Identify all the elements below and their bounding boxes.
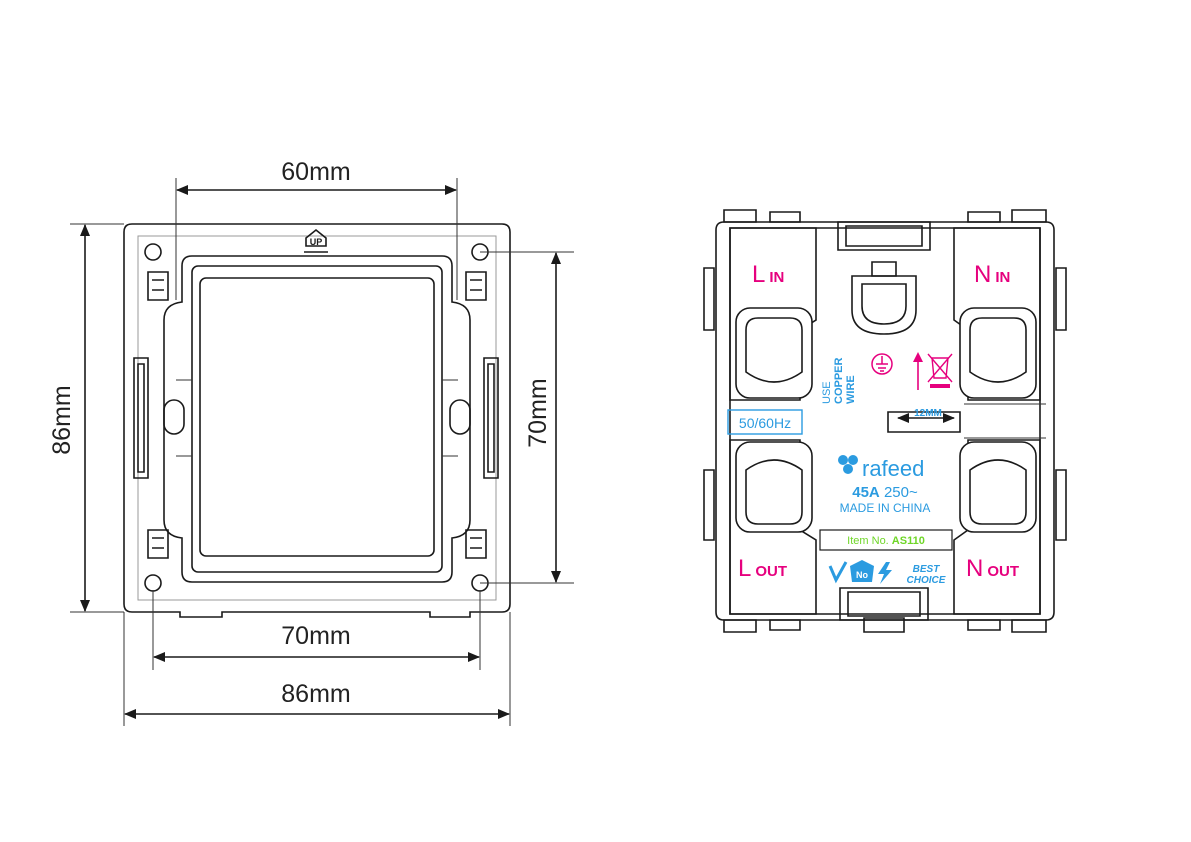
dimension-bottom-inner: 70mm	[281, 622, 350, 650]
svg-text:USE: USE	[821, 381, 833, 404]
screw-hole-icon	[144, 574, 162, 592]
earth-ground-icon	[871, 353, 893, 375]
lightning-bolt-icon	[878, 562, 892, 584]
mounting-clip-icon	[147, 271, 487, 559]
rafeed-logo-icon	[838, 455, 858, 474]
best-label: BEST	[913, 564, 941, 575]
choice-label: CHOICE	[907, 575, 946, 586]
no-badge-icon: No	[850, 560, 874, 582]
up-arrow-icon: UP	[304, 228, 328, 253]
terminal-screw-icon	[735, 307, 1037, 533]
frequency-label: 50/60Hz	[739, 415, 791, 431]
svg-text:COPPER: COPPER	[833, 357, 845, 404]
brand-name: rafeed	[862, 456, 924, 481]
copper-wire-note: USE COPPER WIRE	[821, 357, 857, 404]
item-number-label: Item No. AS110	[847, 535, 925, 547]
made-in-label: MADE IN CHINA	[840, 501, 931, 515]
weee-crossed-bin-icon	[927, 353, 953, 388]
dimension-right-height: 70mm	[524, 378, 552, 447]
dimension-left-height: 86mm	[48, 385, 76, 454]
dimension-bottom-outer: 86mm	[281, 680, 350, 708]
svg-text:No: No	[856, 570, 868, 580]
front-plate-view: UP 60mm 86mm 70mm 70mm 86mm	[48, 158, 574, 726]
rating-label: 45A 250~	[852, 484, 918, 501]
dimension-top-width: 60mm	[281, 158, 350, 186]
arrow-up-icon	[913, 352, 923, 390]
svg-text:UP: UP	[310, 237, 323, 247]
screw-hole-icon	[144, 243, 162, 261]
quality-check-icon	[828, 561, 848, 584]
strip-length-label: 12MM	[914, 408, 942, 419]
svg-text:WIRE: WIRE	[845, 375, 857, 404]
